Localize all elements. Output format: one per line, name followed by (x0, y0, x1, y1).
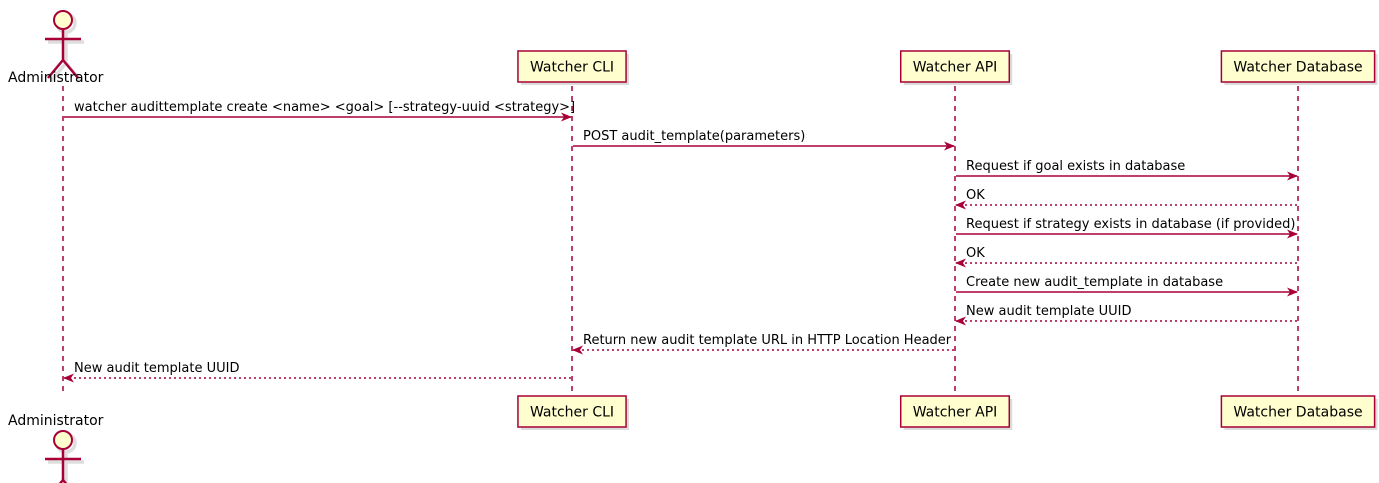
message-3-api-to-database[interactable]: Request if goal exists in database (956, 159, 1298, 181)
participant-label-cli: Watcher CLI (530, 405, 614, 421)
participant-label-database: Watcher Database (1233, 60, 1362, 76)
messages-group: watcher audittemplate create <name> <goa… (63, 100, 1298, 383)
message-2-cli-to-api[interactable]: POST audit_template(parameters) (573, 129, 955, 151)
participant-box-database-top[interactable]: Watcher Database (1220, 50, 1378, 85)
actor-actor-top[interactable]: Administrator (8, 10, 104, 86)
participant-label-database: Watcher Database (1233, 405, 1362, 421)
message-8-database-to-api[interactable]: New audit template UUID (955, 304, 1297, 326)
participant-label-api: Watcher API (913, 405, 998, 421)
message-label-2: POST audit_template(parameters) (583, 129, 805, 144)
participant-box-api-top[interactable]: Watcher API (899, 50, 1013, 85)
participant-boxes-group: Watcher CLI Watcher CLI Watcher API Watcher… (517, 50, 1378, 430)
participant-label-cli: Watcher CLI (530, 60, 614, 76)
message-1-actor-to-cli[interactable]: watcher audittemplate create <name> <goa… (64, 100, 575, 122)
actor-actor-bottom[interactable]: Administrator (8, 413, 104, 483)
message-9-api-to-cli[interactable]: Return new audit template URL in HTTP Lo… (572, 333, 954, 355)
message-7-api-to-database[interactable]: Create new audit_template in database (956, 275, 1298, 297)
message-5-api-to-database[interactable]: Request if strategy exists in database (… (956, 217, 1298, 239)
participant-box-cli-top[interactable]: Watcher CLI (517, 50, 630, 85)
message-label-3: Request if goal exists in database (966, 159, 1185, 174)
message-4-database-to-api[interactable]: OK (955, 188, 1297, 210)
message-label-8: New audit template UUID (966, 304, 1131, 319)
lifelines-group (62, 86, 1299, 396)
actor-label-actor-top: Administrator (8, 70, 104, 86)
message-label-1: watcher audittemplate create <name> <goa… (74, 100, 575, 115)
message-6-database-to-api[interactable]: OK (955, 246, 1297, 268)
message-label-7: Create new audit_template in database (966, 275, 1223, 290)
message-label-9: Return new audit template URL in HTTP Lo… (583, 333, 952, 348)
participant-box-api-bottom[interactable]: Watcher API (899, 395, 1013, 430)
message-label-5: Request if strategy exists in database (… (966, 217, 1295, 232)
message-label-6: OK (966, 246, 985, 261)
participant-label-api: Watcher API (913, 60, 998, 76)
actor-label-actor-bottom: Administrator (8, 413, 104, 429)
message-label-4: OK (966, 188, 985, 203)
participant-box-database-bottom[interactable]: Watcher Database (1220, 395, 1378, 430)
message-10-cli-to-actor[interactable]: New audit template UUID (63, 361, 571, 383)
participant-box-cli-bottom[interactable]: Watcher CLI (517, 395, 630, 430)
message-label-10: New audit template UUID (74, 361, 239, 376)
